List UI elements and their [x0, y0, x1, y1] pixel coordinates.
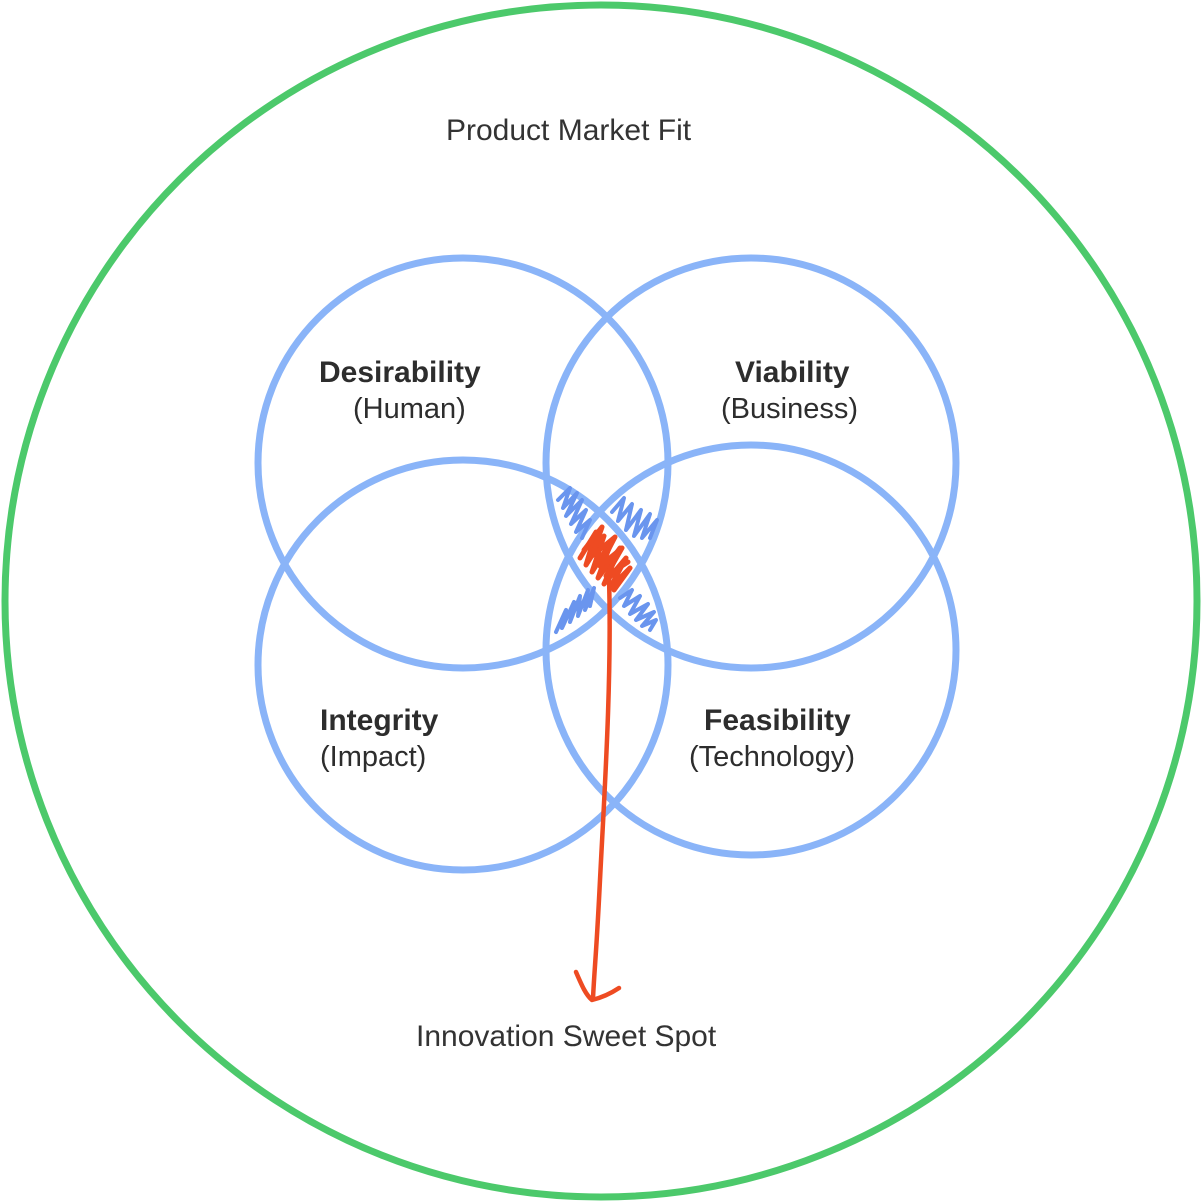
feasibility-circle: [542, 441, 960, 859]
viability-label: Viability: [735, 356, 850, 389]
desirability-label-group: Desirability (Human): [319, 355, 519, 427]
desirability-label: Desirability: [319, 356, 481, 389]
integrity-circle: [254, 456, 672, 874]
overlap-hatch-top-left: [556, 486, 592, 540]
viability-sublabel: (Business): [721, 393, 858, 425]
feasibility-label-group: Feasibility (Technology): [689, 703, 909, 775]
overlap-hatch-bottom-left: [554, 586, 596, 634]
sweet-spot-arrowhead: [573, 969, 622, 1003]
integrity-label-group: Integrity (Impact): [320, 703, 520, 775]
desirability-sublabel: (Human): [353, 393, 466, 425]
viability-label-group: Viability (Business): [721, 355, 921, 427]
overlap-hatch-top-right: [610, 496, 659, 540]
sweet-spot-arrow: [590, 575, 612, 1001]
viability-circle: [542, 254, 960, 672]
integrity-sublabel: (Impact): [320, 741, 427, 773]
integrity-label: Integrity: [320, 704, 439, 737]
overlap-hatching: [554, 486, 659, 634]
product-market-fit-label: Product Market Fit: [446, 114, 692, 147]
feasibility-label: Feasibility: [704, 704, 851, 737]
overlap-hatch-bottom-right: [618, 588, 658, 632]
innovation-sweet-spot-label: Innovation Sweet Spot: [416, 1020, 717, 1053]
feasibility-sublabel: (Technology): [689, 741, 856, 773]
